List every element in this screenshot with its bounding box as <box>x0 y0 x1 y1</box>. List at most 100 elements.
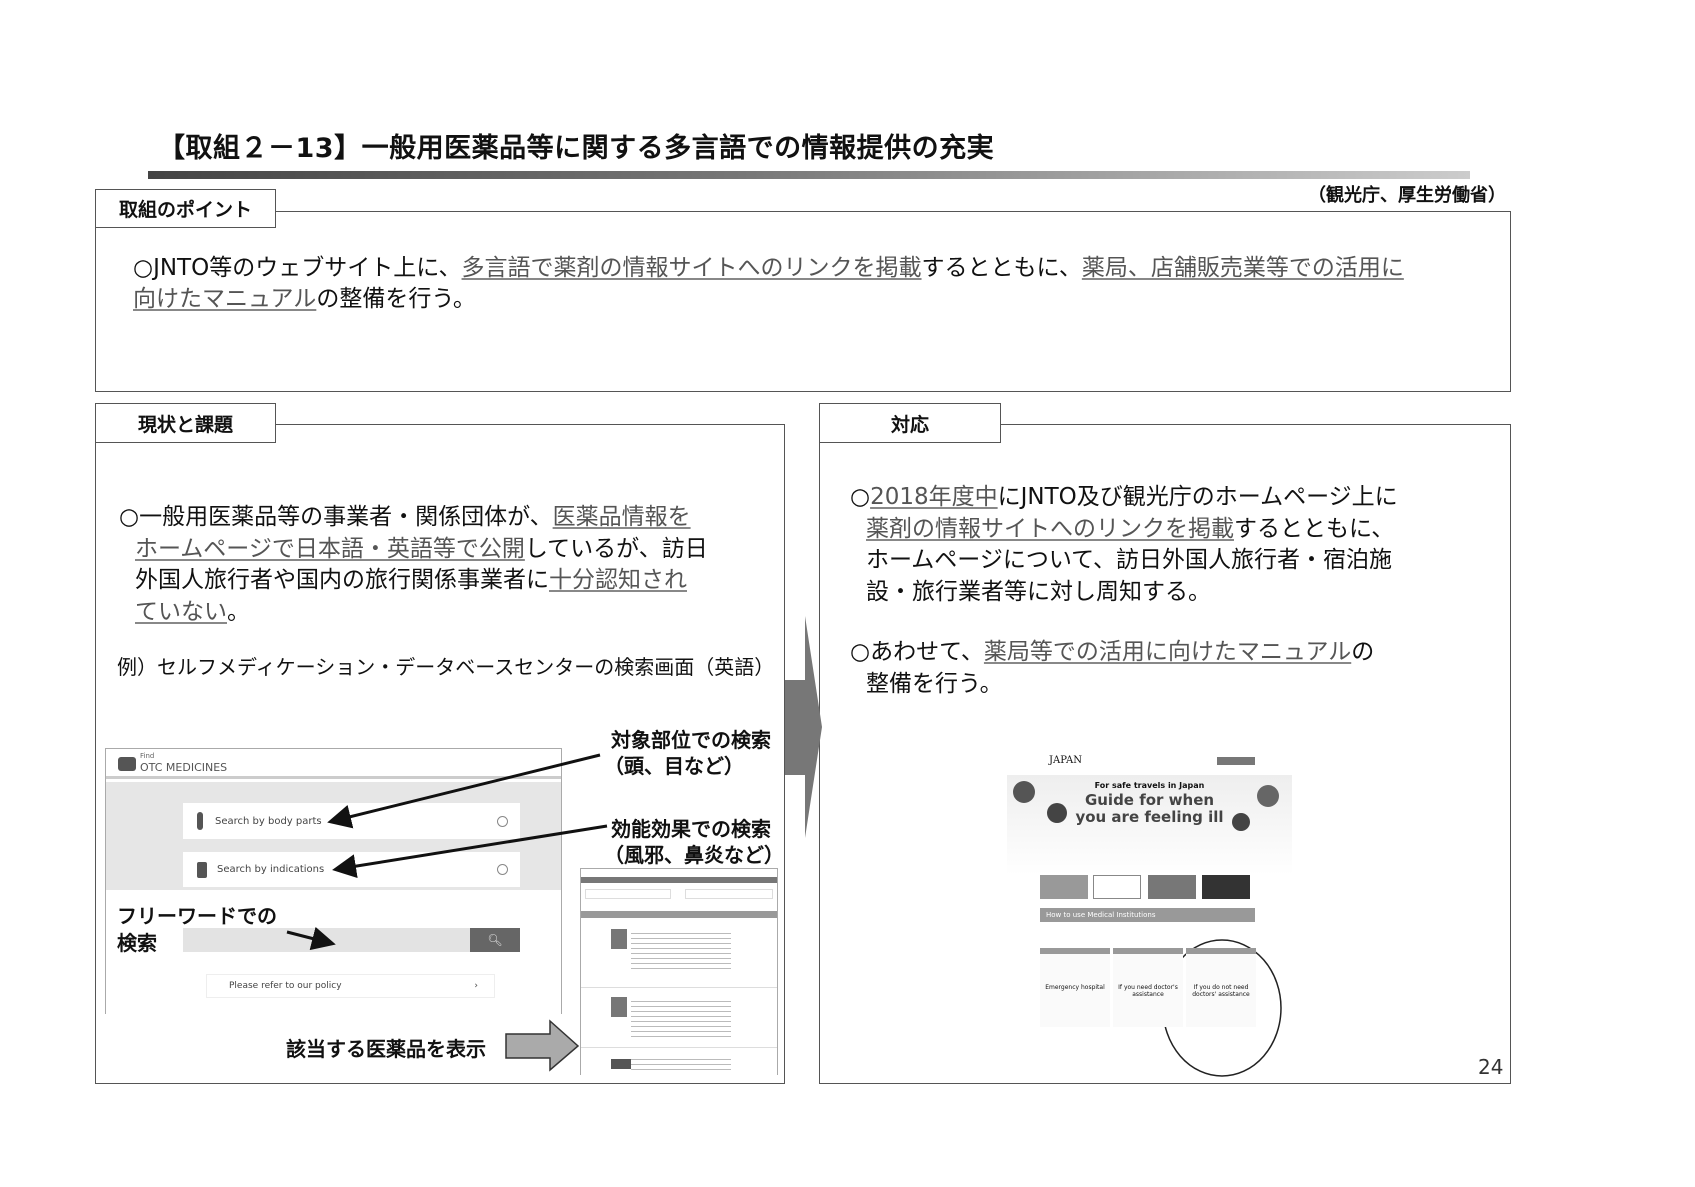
card-title: Emergency hospital <box>1045 984 1105 991</box>
emphasis-text: 2018年度中 <box>870 484 998 510</box>
point-box <box>95 211 1511 392</box>
product-text <box>631 997 731 1037</box>
page-number: 24 <box>1478 1055 1504 1079</box>
text-line: 薬剤の情報サイトへのリンクを掲載するとともに、 <box>866 514 1394 545</box>
emphasis-text: ホームページで日本語・英語等で公開 <box>135 535 525 562</box>
card-title: If you do not need doctors' assistance <box>1192 984 1250 998</box>
emphasis-text: ていない <box>135 598 227 625</box>
callout-body-examples: （頭、目など） <box>604 754 744 778</box>
text-segment: ○あわせて、 <box>850 639 984 665</box>
hero-tagline: For safe travels in Japan <box>1094 781 1205 790</box>
medicine-bottle-icon <box>197 861 207 878</box>
text-line: ホームページで日本語・英語等で公開しているが、訪日 <box>135 534 708 565</box>
text-line: ○あわせて、薬局等での活用に向けたマニュアルの <box>850 637 1374 668</box>
response-label: 対応 <box>819 403 1001 443</box>
text-segment: ○JNTO等のウェブサイト上に、 <box>133 255 462 281</box>
text-segment: 設・旅行業者等に対し周知する。 <box>866 578 1211 605</box>
text-line: ○JNTO等のウェブサイト上に、多言語で薬剤の情報サイトへのリンクを掲載するとと… <box>133 253 1404 284</box>
text-segment: ○ <box>850 484 871 510</box>
hero-headline-2: you are feeling ill <box>1075 808 1224 826</box>
emphasis-text: 十分認知され <box>549 567 687 593</box>
text-line: 設・旅行業者等に対し周知する。 <box>866 577 1211 608</box>
title-underline-bar <box>148 171 1470 179</box>
text-line: ○一般用医薬品等の事業者・関係団体が、医薬品情報を <box>119 502 691 533</box>
results-filter-2[interactable] <box>685 889 773 899</box>
callout-freeword-1: フリーワードでの <box>117 904 277 928</box>
text-line: ホームページについて、訪日外国人旅行者・宿泊施 <box>866 545 1392 576</box>
arrow-to-search-bar <box>286 926 336 951</box>
callout-ind-title: 効能効果での検索 <box>611 817 771 841</box>
emphasis-text: 多言語で薬剤の情報サイトへのリンクを掲載 <box>461 255 922 281</box>
text-segment: するとともに、 <box>921 255 1082 281</box>
source-ministries: （観光庁、厚生労働省） <box>1308 185 1506 206</box>
callout-ind-examples: （風邪、鼻炎など） <box>604 843 784 867</box>
language-select[interactable] <box>1217 757 1255 765</box>
current-label: 現状と課題 <box>95 403 276 443</box>
jnto-guide-screenshot: JAPAN For safe travels in Japan Guide fo… <box>1007 753 1292 1027</box>
logo-text: OTC MEDICINES <box>140 761 228 774</box>
text-line: ○2018年度中にJNTO及び観光庁のホームページ上に <box>850 482 1398 513</box>
card: If you do not need doctors' assistance <box>1186 948 1256 1027</box>
arrow-to-indications <box>332 824 608 879</box>
callout-body-title: 対象部位での検索 <box>611 728 771 752</box>
product-image <box>611 1059 631 1069</box>
policy-button[interactable]: Please refer to our policy › <box>206 974 495 998</box>
arrow-circle-icon <box>497 815 508 827</box>
emphasis-text: 向けたマニュアル <box>133 286 317 312</box>
text-segment: しているが、訪日 <box>524 535 708 562</box>
text-line: ていない。 <box>135 597 250 628</box>
section-bar: How to use Medical Institutions <box>1040 908 1255 922</box>
page-title: 【取組２－13】一般用医薬品等に関する多言語での情報提供の充実 <box>158 133 995 164</box>
logo-small: Find <box>140 752 155 760</box>
results-screenshot <box>580 868 778 1075</box>
example-caption: 例）セルフメディケーション・データベースセンターの検索画面（英語） <box>117 655 775 679</box>
text-line: 向けたマニュアルの整備を行う。 <box>133 284 476 315</box>
arrow-circle-icon <box>497 864 508 875</box>
product-text <box>631 929 731 969</box>
hero-decoration <box>1257 785 1279 807</box>
product-image <box>611 929 627 949</box>
text-segment: の整備を行う。 <box>316 286 476 312</box>
card: Emergency hospital <box>1040 948 1110 1027</box>
emphasis-text: 薬局、店舗販売業等での活用に <box>1081 255 1404 281</box>
btn-ind-label: Search by indications <box>217 864 325 875</box>
emphasis-text: 医薬品情報を <box>552 504 691 530</box>
chevron-right-icon: › <box>474 981 478 991</box>
emphasis-text: 薬剤の情報サイトへのリンクを掲載 <box>866 515 1234 542</box>
nav-tab[interactable] <box>1040 875 1088 899</box>
results-header-bar <box>581 877 777 883</box>
hero-decoration <box>1232 813 1250 831</box>
search-icon: 🔍︎ <box>487 933 503 947</box>
text-segment: 整備を行う。 <box>866 670 1003 697</box>
pill-bottle-icon <box>118 757 136 771</box>
card: If you need doctor's assistance <box>1113 948 1183 1027</box>
nav-tab[interactable] <box>1148 875 1196 899</box>
text-segment: にJNTO及び観光庁のホームページ上に <box>997 484 1398 510</box>
text-segment: 外国人旅行者や国内の旅行関係事業者に <box>135 567 549 593</box>
emphasis-text: 薬局等での活用に向けたマニュアル <box>983 639 1352 665</box>
product-text <box>631 1055 731 1073</box>
person-icon <box>197 812 203 830</box>
hero-headline-1: Guide for when <box>1084 791 1215 809</box>
nav-tab[interactable] <box>1202 875 1250 899</box>
arrow-to-body-parts <box>327 753 601 829</box>
text-segment: ○一般用医薬品等の事業者・関係団体が、 <box>119 504 553 530</box>
policy-label: Please refer to our policy <box>229 981 342 991</box>
mock-header: Find OTC MEDICINES <box>106 749 561 779</box>
callout-freeword-2: 検索 <box>117 931 157 955</box>
search-button[interactable]: 🔍︎ <box>470 928 520 952</box>
text-segment: 。 <box>227 598 250 625</box>
transition-arrow <box>785 616 822 838</box>
divider <box>581 1047 777 1048</box>
product-image <box>611 997 627 1017</box>
text-segment: の <box>1351 639 1375 665</box>
text-segment: するとともに、 <box>1234 515 1395 542</box>
results-filter-1[interactable] <box>585 889 671 899</box>
hero-decoration <box>1013 781 1035 803</box>
results-block-arrow <box>505 1019 580 1072</box>
text-segment: ホームページについて、訪日外国人旅行者・宿泊施 <box>866 547 1393 573</box>
divider <box>581 987 777 988</box>
nav-tab-active[interactable] <box>1093 875 1141 899</box>
card-title: If you need doctor's assistance <box>1118 984 1178 998</box>
